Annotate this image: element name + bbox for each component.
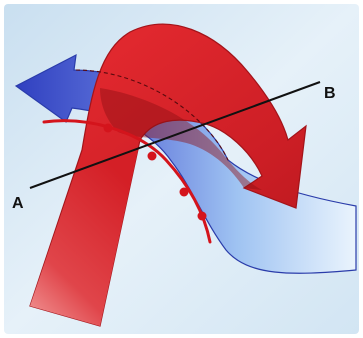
overlap-zone — [100, 88, 262, 190]
point-b-label: B — [324, 85, 336, 102]
front-marker-4 — [197, 211, 207, 221]
front-marker-2 — [147, 151, 157, 161]
warm-air-stem — [30, 150, 138, 326]
cross-section-line — [29, 81, 321, 189]
hidden-cold-edge — [75, 69, 229, 161]
front-marker-1 — [103, 123, 113, 133]
point-a-label: A — [12, 195, 24, 212]
front-marker-3 — [179, 187, 189, 197]
